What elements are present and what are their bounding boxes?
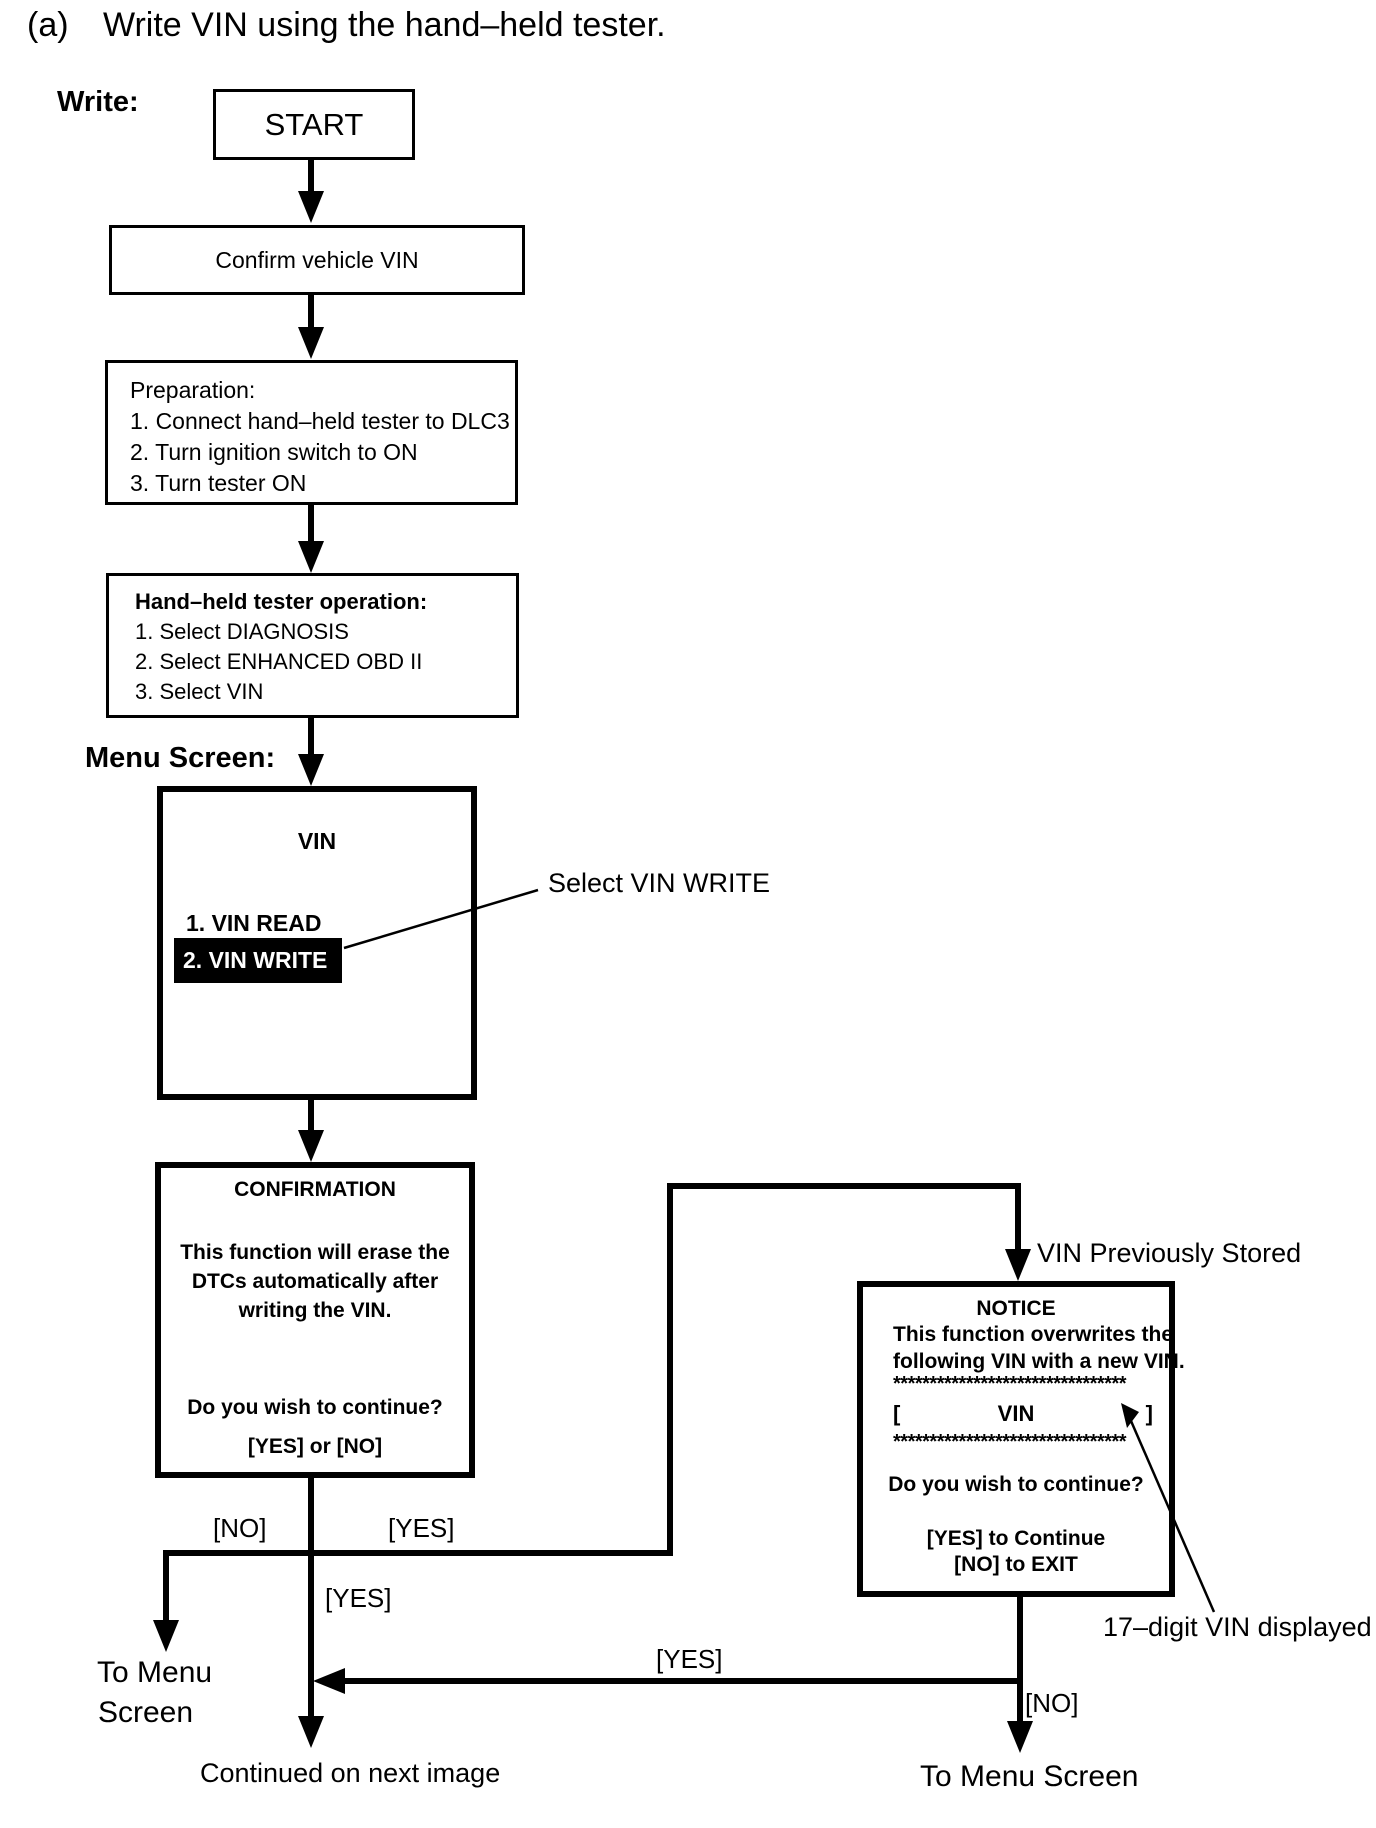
branch-line-horizontal [163, 1550, 673, 1556]
vin-menu-screen: VIN 1. VIN READ 2. VIN WRITE [157, 786, 477, 1100]
menu-item-vin-write-selected: 2. VIN WRITE [174, 938, 342, 983]
to-menu-screen-left: To Menu [97, 1656, 213, 1689]
arrowhead-down-icon [298, 754, 324, 786]
notice-exit-line [1017, 1597, 1023, 1722]
vin-menu-title: VIN [297, 828, 337, 854]
preparation-step: 1. Connect hand–held tester to DLC3 [130, 408, 510, 434]
arrowhead-left-icon [313, 1668, 345, 1694]
arrowhead-down-icon [298, 1130, 324, 1162]
connector-tester-menu [308, 717, 314, 757]
tester-operation-step: 3. Select VIN [135, 679, 264, 704]
arrowhead-down-icon [298, 1716, 324, 1748]
vin-bracket-open: [ [893, 1401, 901, 1426]
notice-title: NOTICE [976, 1297, 1056, 1320]
continued-next-image-label: Continued on next image [200, 1758, 501, 1788]
notice-body-line: This function overwrites the [893, 1323, 1174, 1346]
preparation-step: 2. Turn ignition switch to ON [130, 439, 418, 465]
confirmation-body-line: DTCs automatically after [191, 1270, 439, 1293]
no-branch-line [163, 1550, 169, 1622]
confirmation-options: [YES] or [NO] [247, 1435, 383, 1458]
confirmation-body-line: writing the VIN. [238, 1299, 392, 1322]
edge-label-yes: [YES] [388, 1513, 455, 1543]
preparation-step: 3. Turn tester ON [130, 470, 307, 496]
vin-bracket-close: ] [1145, 1401, 1153, 1426]
edge-label-no: [NO] [213, 1513, 267, 1543]
tester-operation-node: Hand–held tester operation: 1. Select DI… [106, 573, 519, 718]
yes-branch-riser [667, 1183, 673, 1556]
preparation-title: Preparation: [130, 377, 256, 403]
notice-body-line: following VIN with a new VIN. [893, 1350, 1185, 1373]
connector-menu-confirmation [308, 1100, 314, 1134]
arrowhead-down-icon [298, 541, 324, 573]
menu-screen-label: Menu Screen: [85, 742, 276, 774]
confirmation-title: CONFIRMATION [234, 1178, 396, 1201]
notice-no-line: [NO] to EXIT [954, 1553, 1078, 1576]
arrowhead-down-icon [153, 1620, 179, 1652]
to-menu-screen-right: To Menu Screen [920, 1760, 1139, 1793]
yes-return-line [335, 1678, 1023, 1684]
arrowhead-down-icon [298, 191, 324, 223]
edge-label-yes-return: [YES] [656, 1644, 723, 1674]
confirmation-screen: CONFIRMATION This function will erase th… [155, 1162, 475, 1478]
to-menu-screen-left-line2: Screen [98, 1696, 194, 1729]
notice-screen: NOTICE This function overwrites the foll… [857, 1281, 1185, 1597]
confirmation-body-line: This function will erase the [180, 1241, 450, 1264]
confirm-vin-label: Confirm vehicle VIN [215, 246, 419, 273]
notice-stars-row: ******************************** [893, 1431, 1127, 1453]
write-label: Write: [57, 86, 139, 118]
connector-prep-tester [308, 505, 314, 545]
confirm-vin-node: Confirm vehicle VIN [109, 225, 525, 295]
arrowhead-down-icon [298, 327, 324, 359]
tester-operation-step: 2. Select ENHANCED OBD II [135, 649, 423, 674]
tester-operation-step: 1. Select DIAGNOSIS [135, 619, 349, 644]
page-title: Write VIN using the hand–held tester. [103, 6, 666, 44]
edge-label-yes-continue: [YES] [325, 1583, 392, 1613]
vin-previously-stored-annotation: VIN Previously Stored [1037, 1238, 1302, 1268]
continuation-line [308, 1478, 314, 1718]
notice-entry-line [1015, 1183, 1021, 1253]
vin-field-label: VIN [997, 1401, 1035, 1426]
arrowhead-down-icon [1005, 1249, 1031, 1281]
yes-branch-top-run [667, 1183, 1021, 1189]
edge-label-no-return: [NO] [1025, 1688, 1079, 1718]
notice-question: Do you wish to continue? [888, 1473, 1144, 1496]
confirmation-question: Do you wish to continue? [187, 1396, 443, 1419]
tester-operation-title: Hand–held tester operation: [135, 589, 428, 614]
arrowhead-down-icon [1007, 1721, 1033, 1753]
preparation-node: Preparation: 1. Connect hand–held tester… [105, 360, 518, 505]
notice-stars-row: ******************************** [893, 1373, 1127, 1395]
menu-item-vin-read: 1. VIN READ [186, 910, 322, 936]
connector-confirm-prep [308, 295, 314, 331]
start-node-label: START [264, 106, 364, 142]
seventeen-digit-vin-annotation: 17–digit VIN displayed [1103, 1612, 1372, 1642]
select-vin-write-annotation: Select VIN WRITE [548, 868, 771, 898]
heading-index: (a) [27, 6, 69, 44]
notice-yes-line: [YES] to Continue [926, 1527, 1106, 1550]
start-node: START [213, 89, 415, 160]
connector-start-confirm [308, 160, 314, 198]
